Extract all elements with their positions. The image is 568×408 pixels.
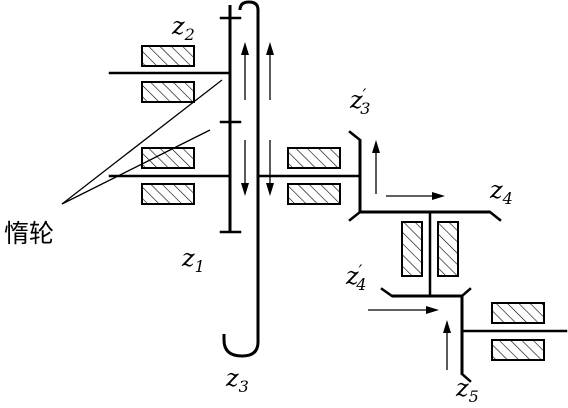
- idler-shaft-assembly: [108, 45, 232, 103]
- gear-z1: [219, 122, 242, 234]
- gear-z2: [219, 5, 242, 124]
- label-z5: z5: [455, 374, 479, 406]
- z3-bearing-lower: [287, 183, 341, 205]
- arrow-z3prime-up: [372, 140, 380, 194]
- output-shaft-assembly: [460, 302, 568, 361]
- bevel-gear-z3prime: [348, 130, 362, 222]
- arrow-z4-right: [386, 192, 445, 200]
- arrow-z5-up: [443, 320, 451, 370]
- label-z4prime: z′4: [345, 261, 366, 294]
- shaft-z3-z3prime: [256, 147, 362, 205]
- gear-z3: [222, 0, 260, 358]
- direction-arrows: [241, 42, 451, 370]
- input-bearing-lower: [141, 183, 195, 205]
- idler-bearing-lower: [141, 81, 195, 103]
- idler-label: 惰轮: [4, 219, 54, 248]
- bevel-gear-z4prime: [380, 287, 462, 298]
- vertical-bearing-right: [437, 221, 459, 277]
- label-z3prime: z′3: [349, 85, 370, 118]
- z3-bearing-upper: [287, 147, 341, 169]
- vertical-bearing-left: [401, 221, 423, 277]
- bevel-gear-z4: [360, 210, 502, 222]
- bevel-gear-z5: [460, 287, 472, 383]
- idler-leader-lines: [61, 79, 223, 205]
- label-z4: z4: [489, 176, 513, 208]
- arrow-z4prime-right: [368, 306, 439, 314]
- label-z1: z1: [181, 244, 205, 276]
- label-z2: z2: [171, 12, 195, 44]
- arrow-z3-up: [266, 42, 274, 100]
- output-bearing-lower: [491, 339, 545, 361]
- input-shaft-assembly: [108, 147, 232, 205]
- arrow-z1-down: [241, 140, 249, 196]
- label-z3: z3: [225, 364, 249, 396]
- input-bearing-upper: [141, 147, 195, 169]
- shaft-z4-z4prime: [401, 210, 459, 298]
- output-bearing-upper: [491, 302, 545, 324]
- idler-bearing-upper: [141, 45, 195, 67]
- arrow-z2-up: [241, 42, 249, 100]
- arrow-z3-down: [266, 140, 274, 196]
